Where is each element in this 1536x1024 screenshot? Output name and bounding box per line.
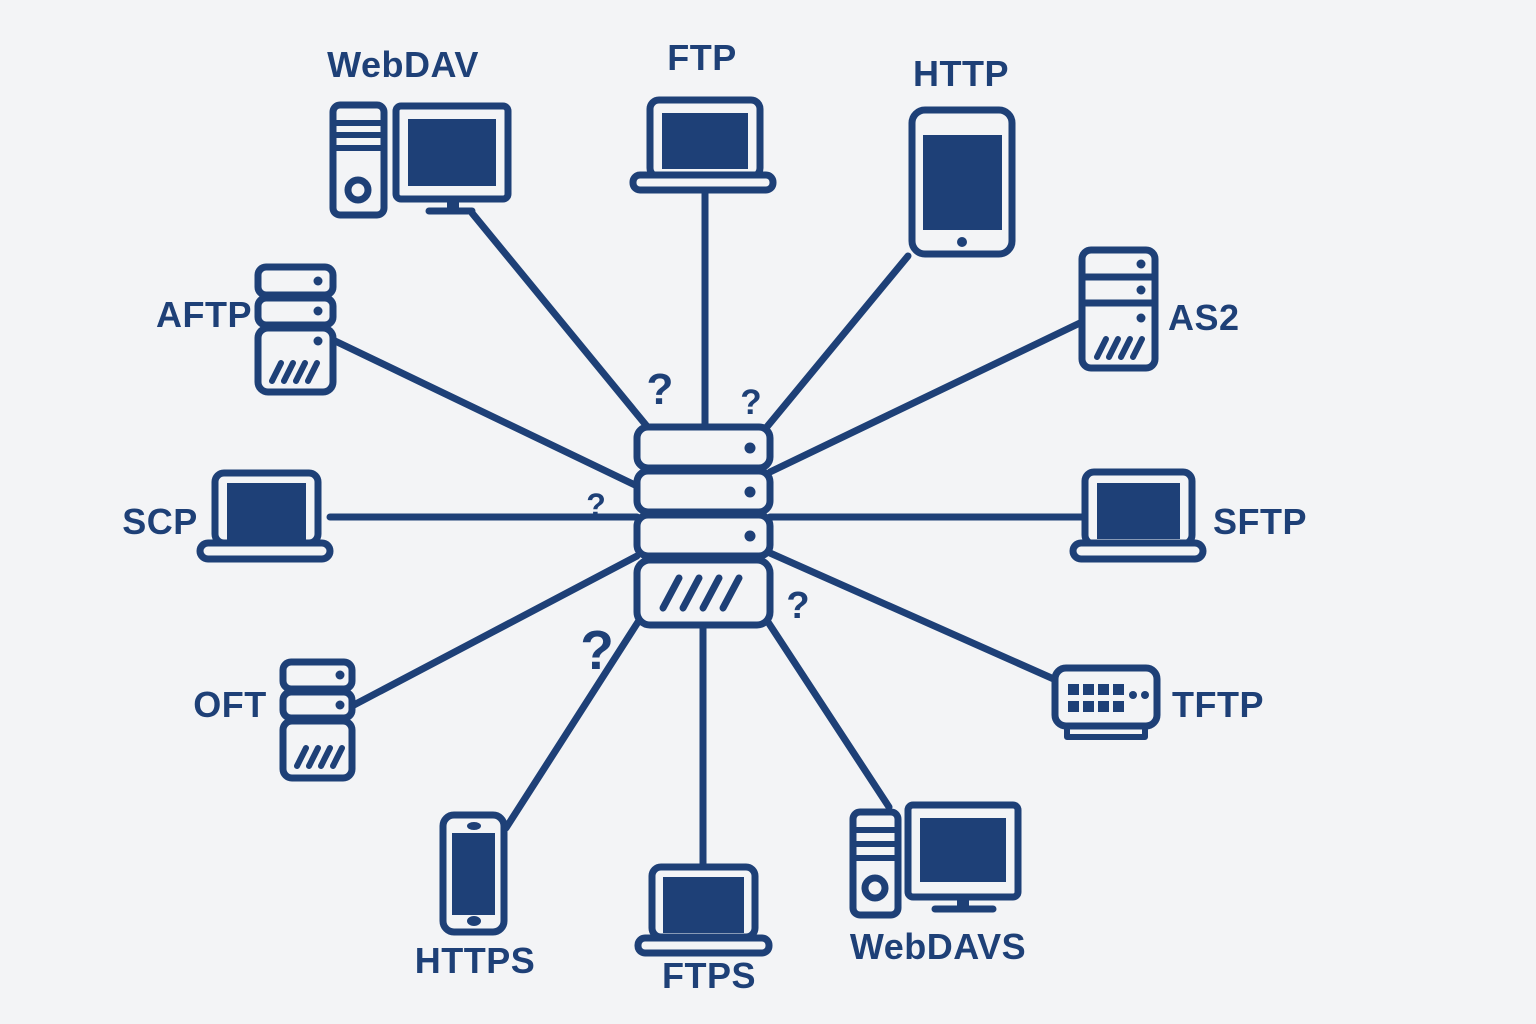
switch-led-dot bbox=[1141, 691, 1149, 699]
desktop-tower-icon bbox=[329, 101, 388, 219]
monitor-icon bbox=[392, 102, 512, 215]
aftp-label: AFTP bbox=[156, 294, 252, 335]
connection-line-http bbox=[762, 252, 912, 432]
smartphone-icon bbox=[439, 811, 508, 936]
server-icon bbox=[1078, 246, 1159, 372]
ftp-label: FTP bbox=[667, 37, 737, 78]
question-mark: ? bbox=[647, 365, 674, 414]
server-vent-slashes bbox=[294, 745, 345, 769]
node-oft: OFT bbox=[193, 658, 356, 782]
server-vent-slashes bbox=[1094, 336, 1145, 360]
tablet-icon bbox=[908, 106, 1016, 258]
server-icon bbox=[254, 263, 337, 396]
question-mark: ? bbox=[580, 619, 614, 681]
question-mark: ? bbox=[586, 487, 606, 523]
connection-line-https bbox=[502, 618, 642, 832]
node-sftp: SFTP bbox=[1069, 468, 1307, 563]
connection-lines bbox=[326, 186, 1089, 870]
sftp-label: SFTP bbox=[1213, 501, 1307, 542]
tablet-home-button bbox=[957, 237, 967, 247]
monitor-icon bbox=[904, 801, 1022, 913]
scp-label: SCP bbox=[122, 501, 198, 542]
server-led-dot bbox=[744, 442, 756, 454]
server-icon bbox=[279, 658, 356, 782]
tftp-label: TFTP bbox=[1172, 684, 1264, 725]
laptop-icon bbox=[634, 863, 773, 957]
server-led-dot bbox=[744, 530, 756, 542]
connection-line-as2 bbox=[766, 318, 1086, 476]
laptop-icon bbox=[196, 469, 334, 563]
node-scp: SCP bbox=[122, 469, 334, 563]
webdavs-label: WebDAVS bbox=[850, 926, 1026, 967]
node-aftp: AFTP bbox=[156, 263, 337, 396]
connection-line-webdav bbox=[468, 209, 654, 434]
node-ftp: FTP bbox=[629, 37, 777, 194]
as2-label: AS2 bbox=[1168, 297, 1240, 338]
desktop-tower-icon bbox=[849, 808, 902, 919]
server-vent-slashes bbox=[659, 574, 743, 612]
node-webdavs: WebDAVS bbox=[849, 801, 1026, 967]
server-vent-slashes bbox=[269, 360, 320, 384]
node-as2: AS2 bbox=[1078, 246, 1240, 372]
laptop-icon bbox=[1069, 468, 1207, 563]
node-tftp: TFTP bbox=[1051, 664, 1264, 740]
switch-port-squares bbox=[1068, 684, 1124, 712]
switch-led-dot bbox=[1129, 691, 1137, 699]
connection-line-oft bbox=[348, 552, 641, 710]
network-switch-icon bbox=[1051, 664, 1161, 740]
central-server-stack-icon bbox=[633, 423, 774, 629]
node-http: HTTP bbox=[908, 53, 1016, 258]
phone-speaker bbox=[467, 822, 481, 830]
node-webdav: WebDAV bbox=[327, 44, 512, 219]
connection-line-tftp bbox=[766, 549, 1060, 684]
connection-line-aftp bbox=[329, 336, 641, 490]
oft-label: OFT bbox=[193, 684, 266, 725]
laptop-icon bbox=[629, 96, 777, 194]
question-mark: ? bbox=[786, 585, 809, 627]
server-led-dot bbox=[744, 486, 756, 498]
node-https: HTTPS bbox=[415, 811, 536, 981]
connection-line-webdavs bbox=[764, 618, 893, 811]
node-ftps: FTPS bbox=[634, 863, 773, 996]
phone-home-button bbox=[467, 916, 481, 926]
https-label: HTTPS bbox=[415, 940, 536, 981]
ftps-label: FTPS bbox=[662, 955, 756, 996]
webdav-label: WebDAV bbox=[327, 44, 479, 85]
http-label: HTTP bbox=[913, 53, 1009, 94]
question-mark: ? bbox=[740, 383, 761, 422]
